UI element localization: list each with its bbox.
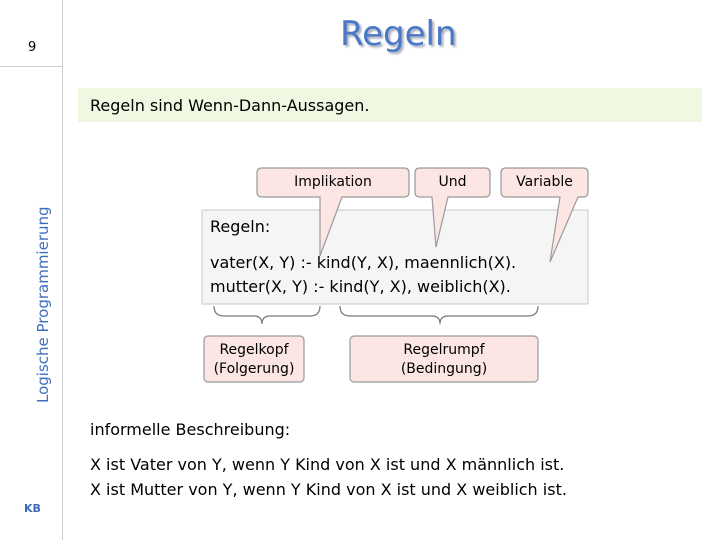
header-separator-line — [0, 66, 62, 67]
rule-body-label: Regelrumpf (Bedingung) — [350, 341, 538, 379]
rule-head-title: Regelkopf — [219, 342, 289, 358]
callout-variable-shape — [500, 167, 589, 263]
informal-heading: informelle Beschreibung: — [90, 420, 291, 439]
rule-body-title: Regelrumpf — [403, 342, 485, 358]
rule-head-box — [203, 335, 305, 383]
callout-implikation-label: Implikation — [294, 174, 372, 190]
brace-rule-head — [213, 305, 321, 325]
rules-box — [201, 209, 589, 305]
informal-line-mutter: X ist Mutter von Y, wenn Y Kind von X is… — [90, 480, 567, 499]
informal-line-vater: X ist Vater von Y, wenn Y Kind von X ist… — [90, 455, 565, 474]
rule-head-subtitle: (Folgerung) — [213, 361, 295, 377]
left-margin-line — [62, 0, 63, 540]
brace-rule-body — [339, 305, 539, 325]
rule-body-subtitle: (Bedingung) — [400, 361, 488, 377]
rules-heading: Regeln: — [210, 217, 271, 236]
page-number: 9 — [28, 40, 37, 55]
callout-variable-label: Variable — [516, 174, 573, 190]
rule-head-label: Regelkopf (Folgerung) — [204, 341, 304, 379]
slide-title: Regeln — [340, 14, 457, 54]
callout-und-label: Und — [438, 174, 467, 190]
callout-implikation-shape — [256, 167, 410, 257]
rule-line-mutter: mutter(X, Y) :- kind(Y, X), weiblich(X). — [210, 277, 511, 296]
callout-und-shape — [414, 167, 491, 248]
footer-initials: KB — [24, 502, 41, 515]
intro-text: Regeln sind Wenn-Dann-Aussagen. — [90, 96, 370, 115]
intro-band — [78, 88, 702, 122]
rule-body-box — [349, 335, 539, 383]
rule-line-vater: vater(X, Y) :- kind(Y, X), maennlich(X). — [210, 253, 517, 272]
